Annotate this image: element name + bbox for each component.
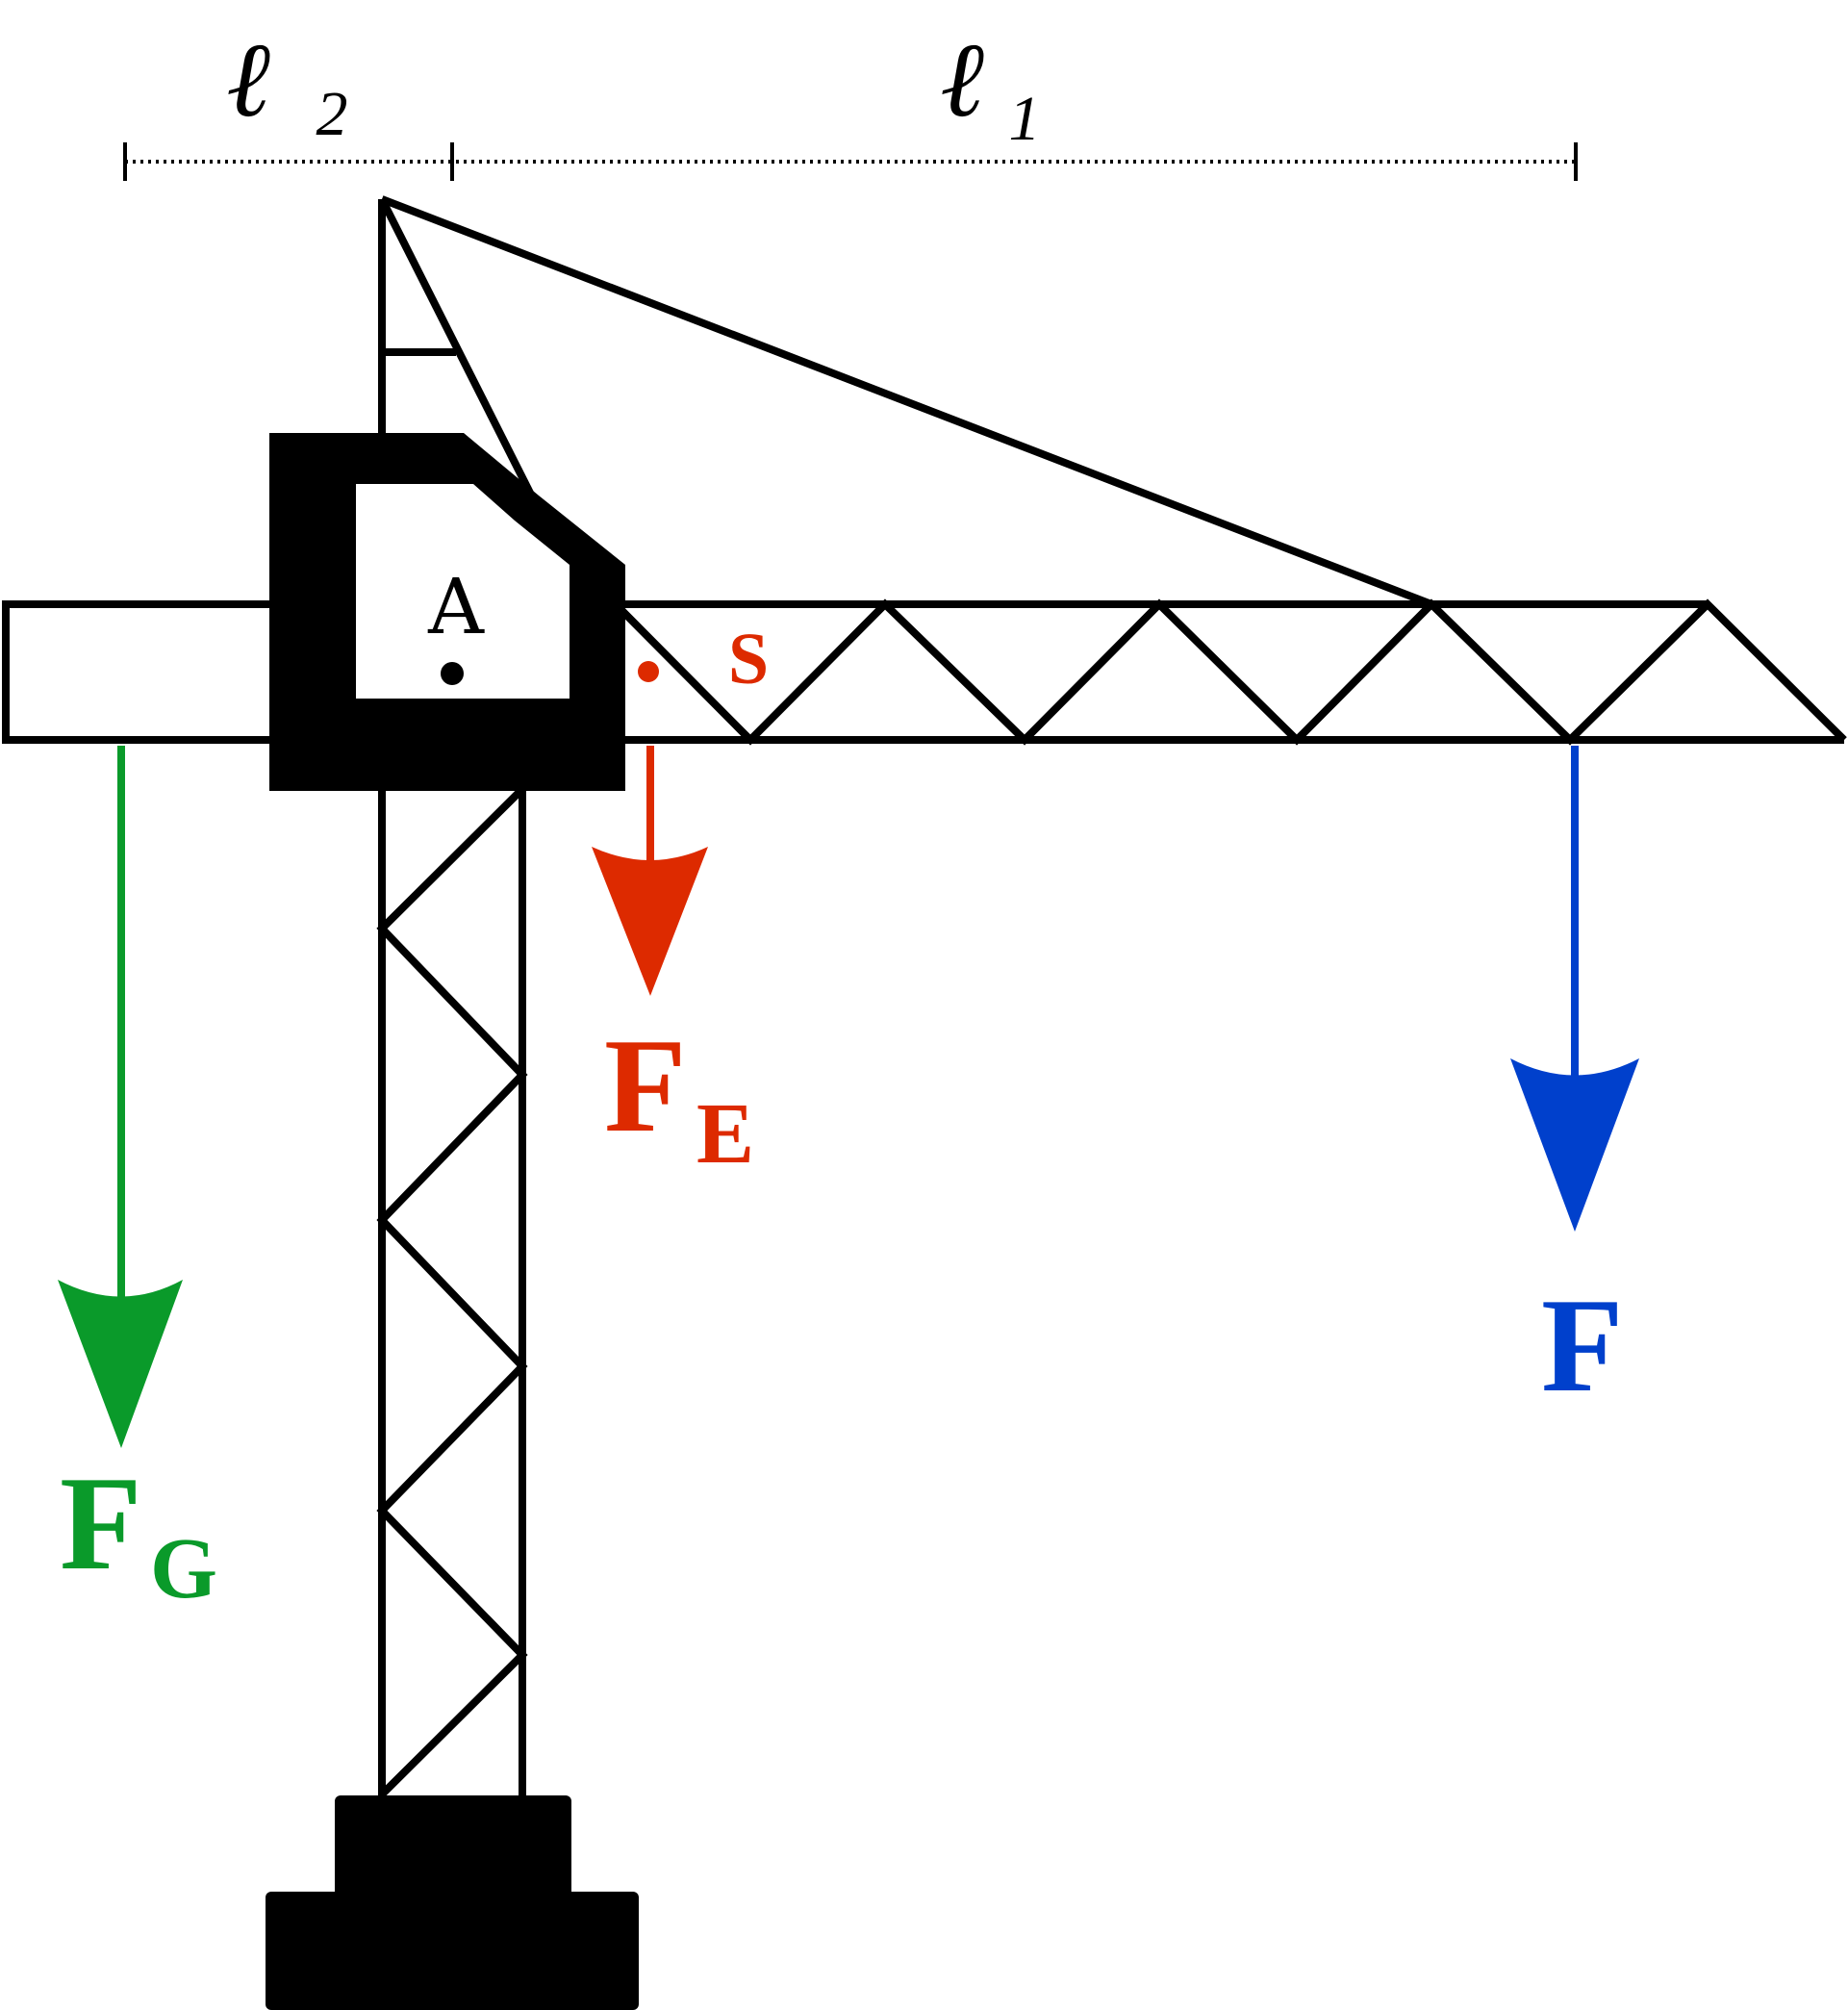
center-of-mass-dot xyxy=(638,661,659,682)
force-fe-main: F xyxy=(604,1011,687,1160)
center-of-mass-label: S xyxy=(728,619,769,700)
jib-truss xyxy=(613,598,1847,746)
force-fe-arrow xyxy=(592,746,708,996)
force-fg-arrow xyxy=(58,746,183,1448)
crane-base xyxy=(266,1795,639,2010)
force-f-label: F xyxy=(1541,1271,1624,1420)
l1-label: ℓ 1 xyxy=(940,21,1040,154)
l1-main: ℓ xyxy=(940,21,984,139)
l2-main: ℓ xyxy=(226,21,270,139)
tower-lattice xyxy=(376,770,528,1799)
dimension-line xyxy=(123,142,1578,181)
counter-jib xyxy=(2,600,289,744)
crane-top xyxy=(378,195,1433,608)
center-of-mass: S xyxy=(638,619,769,700)
force-fg-label: F G xyxy=(60,1449,217,1616)
pivot-label: A xyxy=(427,562,485,651)
force-fg-main: F xyxy=(60,1449,142,1598)
operator-cab xyxy=(269,433,625,791)
force-fe-label: F E xyxy=(604,1011,754,1182)
force-f-main: F xyxy=(1541,1271,1624,1420)
pivot-point: A xyxy=(427,562,485,685)
l2-label: ℓ 2 xyxy=(226,21,347,149)
pivot-dot xyxy=(441,662,464,685)
force-f-arrow xyxy=(1510,746,1639,1232)
force-fg-sub: G xyxy=(150,1521,217,1616)
force-fe-sub: E xyxy=(696,1086,754,1182)
l2-sub: 2 xyxy=(316,79,348,149)
l1-sub: 1 xyxy=(1009,84,1041,154)
